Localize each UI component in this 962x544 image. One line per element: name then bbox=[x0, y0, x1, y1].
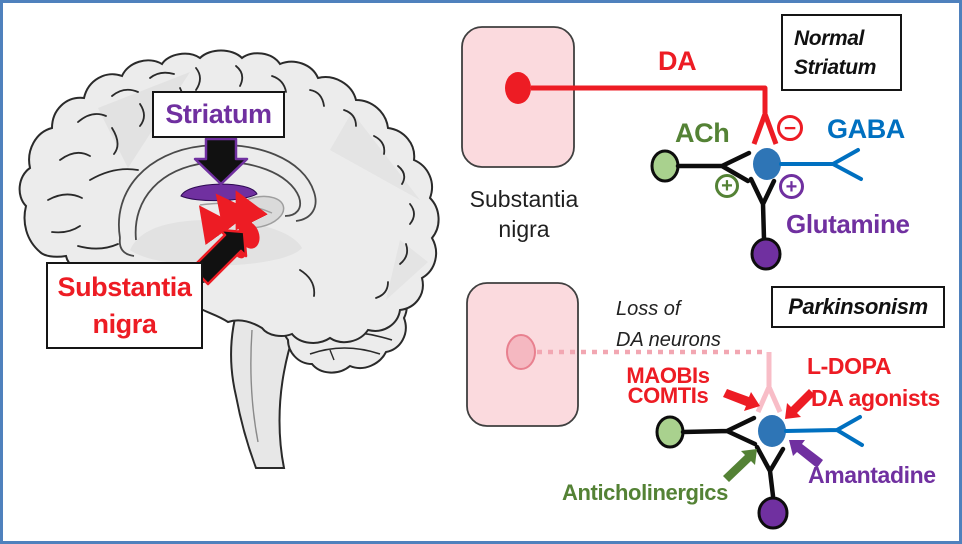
normal-title-line2: Striatum bbox=[794, 55, 876, 79]
maobis-label: MAOBIs bbox=[626, 363, 710, 388]
parkinsonism-synapse-diagram bbox=[466, 282, 864, 530]
inhibitory-sign-badge: − bbox=[777, 115, 803, 141]
ach-neuron-soma-parkinson bbox=[655, 415, 685, 449]
normal-synapse-diagram bbox=[461, 26, 863, 271]
gaba-axon-parkinson bbox=[784, 415, 864, 447]
parkinsonism-title: Parkinsonism bbox=[788, 294, 928, 319]
ach-axon-parkinson bbox=[680, 415, 758, 447]
anticholinergics-arrow bbox=[723, 449, 757, 482]
corpus-callosum bbox=[118, 144, 317, 257]
parkinsonism-title-box: Parkinsonism bbox=[771, 286, 945, 328]
excitatory-sign-badge-glutamine: + bbox=[779, 174, 804, 199]
glutamine-neuron-soma-parkinson bbox=[757, 496, 789, 530]
striatum-pointer-arrow bbox=[193, 137, 249, 186]
gaba-neuron-soma-parkinson bbox=[758, 415, 786, 447]
substantia-nigra-label-line1: Substantia bbox=[57, 271, 192, 302]
gaba-neuron-soma bbox=[753, 148, 781, 180]
glutamine-label: Glutamine bbox=[786, 209, 910, 239]
da-label: DA bbox=[658, 46, 697, 76]
comtis-label: COMTIs bbox=[627, 383, 709, 408]
striatum-label: Striatum bbox=[165, 99, 272, 129]
loss-line2: DA neurons bbox=[616, 329, 721, 351]
da-axon-terminal bbox=[751, 111, 779, 145]
degenerated-da-neuron-soma bbox=[506, 334, 536, 370]
gaba-label: GABA bbox=[827, 114, 905, 144]
da-agonists-label: DA agonists bbox=[811, 385, 940, 411]
normal-striatum-title-box: Normal Striatum bbox=[781, 14, 902, 91]
anticholinergics-label: Anticholinergics bbox=[562, 480, 728, 505]
maobis-comtis-label: MAOBIs COMTIs bbox=[612, 363, 724, 408]
amantadine-arrow bbox=[789, 440, 823, 468]
maobis-arrow bbox=[723, 389, 760, 411]
glutamine-axon-parkinson bbox=[754, 444, 786, 499]
substantia-nigra-label-box: Substantia nigra bbox=[46, 262, 203, 349]
striatum-label-box: Striatum bbox=[152, 91, 285, 138]
ldopa-arrow bbox=[785, 389, 815, 419]
ldopa-label: L-DOPA bbox=[807, 353, 892, 379]
ach-label: ACh bbox=[675, 118, 730, 148]
substantia-nigra-caption: Substantia nigra bbox=[458, 184, 590, 244]
loss-line1: Loss of bbox=[616, 298, 681, 320]
degenerated-da-axon-terminal bbox=[755, 384, 783, 414]
substantia-nigra-label-line2: nigra bbox=[92, 308, 157, 339]
ach-axon bbox=[675, 150, 752, 184]
substantia-nigra-caption-line1: Substantia bbox=[469, 186, 579, 212]
glutamine-neuron-soma bbox=[750, 237, 782, 271]
amantadine-label: Amantadine bbox=[808, 462, 936, 488]
normal-title-line1: Normal bbox=[794, 26, 864, 50]
excitatory-sign-badge-ach: + bbox=[715, 174, 739, 198]
da-neuron-soma bbox=[505, 72, 531, 104]
substantia-nigra-caption-line2: nigra bbox=[498, 216, 550, 242]
ach-neuron-soma bbox=[650, 149, 680, 183]
loss-of-da-neurons-label: Loss of DA neurons bbox=[616, 294, 756, 356]
gaba-axon bbox=[779, 148, 863, 181]
da-axon bbox=[531, 85, 768, 113]
glutamine-axon bbox=[748, 176, 777, 242]
